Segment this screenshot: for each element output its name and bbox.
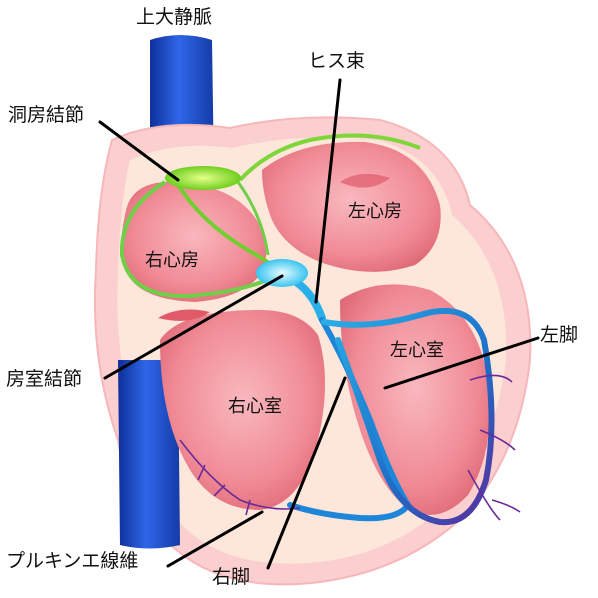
leader-right-bundle [266,376,347,570]
label-superior-vena-cava: 上大静脈 [136,6,213,28]
left-atrium-chamber [262,141,441,272]
label-purkinje: プルキンエ線維 [6,550,139,572]
right-atrium-chamber [121,181,267,302]
internodal-tract-anterior [238,133,421,182]
leader-sa-node [98,120,180,182]
leader-left-bundle [383,336,540,390]
label-right-bundle: 右脚 [212,566,251,588]
av-node [256,259,308,287]
label-left-bundle: 左脚 [540,324,579,346]
label-av-node: 房室結節 [6,368,83,390]
internodal-tract-posterior [119,180,273,299]
label-left-ventricle: 左心室 [390,340,444,361]
purkinje-fibers [179,374,521,521]
inferior-vena-cava [118,360,180,549]
atrium-accent [158,309,210,321]
label-sa-node: 洞房結節 [8,104,85,126]
leader-av-node [103,274,284,380]
left-atrium-accent [340,173,390,188]
leader-his [314,78,342,304]
sa-node [165,166,241,190]
label-left-atrium: 左心房 [348,201,402,222]
label-right-ventricle: 右心室 [228,396,282,417]
left-bundle-branch [321,307,495,526]
leader-lines [98,78,540,570]
label-right-atrium: 右心房 [145,250,199,271]
internodal-tract-right [236,181,270,256]
leader-purkinje [166,510,264,568]
right-ventricle-chamber [160,310,325,510]
label-his-bundle: ヒス束 [308,50,366,72]
